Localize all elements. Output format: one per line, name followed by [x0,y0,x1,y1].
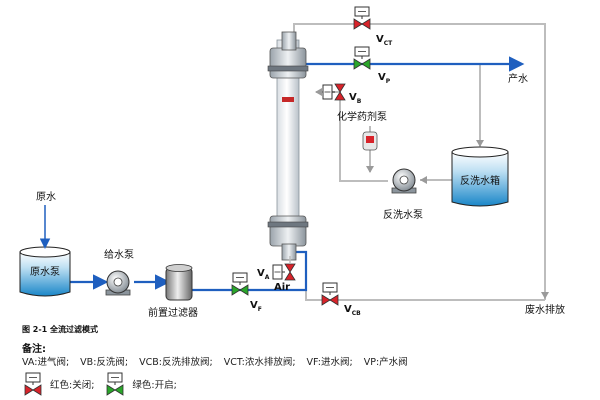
valve-p-label: VP [378,72,391,85]
svg-text:VA: VA [257,268,270,281]
air-label: Air [274,282,290,293]
arrow-down-chem [366,166,374,173]
valve-cb-label: VCB [344,304,361,317]
legend-item-vcb: VCB:反洗排放阀; [139,357,213,368]
raw-water-pump-label: 原水泵 [30,266,60,278]
prefilter-to-module [192,250,308,292]
idle-arrows [315,88,549,299]
drain-pipe [305,268,545,301]
arrow-down-drain [541,292,549,299]
valve-abbreviation-legend: VA:进气阀; VB:反洗阀; VCB:反洗排放阀; VCT:浓水排放阀; VF… [22,354,597,368]
raw-water-label: 原水 [36,191,56,203]
svg-text:VF: VF [250,300,262,313]
valve-ct-body [353,18,371,30]
legend-green-open: 绿色:开启; [132,380,177,391]
concentrate-pipe [293,23,546,300]
valve-cb-body [321,294,339,306]
legend-red-closed: 红色:关闭; [50,380,95,391]
backwash-tank-label: 反洗水箱 [460,174,500,187]
legend-item-vct: VCT:浓水排放阀; [223,357,296,368]
valve-color-legend: 红色:关闭; 绿色:开启; [22,372,177,396]
svg-text:VCB: VCB [344,304,361,317]
valve-a[interactable] [272,263,296,281]
backwash-tank: 反洗水箱 [451,146,509,207]
valve-p[interactable] [353,46,371,70]
valve-f[interactable] [231,272,249,296]
legend-item-vp: VP:产水阀 [363,357,408,368]
product-water-label: 产水 [508,72,528,85]
backwash-pump [391,168,417,194]
notes-title: 备注: [22,344,46,355]
raw-water-tank: 原水泵 [19,246,71,297]
arrow-left-backwash [315,88,322,96]
valve-ct-label: VCT [376,34,393,47]
legend-item-vf: VF:进水阀; [306,357,353,368]
uf-membrane-module [267,31,309,261]
open-valve-icon [107,372,124,396]
valve-b[interactable] [322,83,346,101]
waste-drain-label: 废水排放 [525,303,565,316]
backwash-pump-label: 反洗水泵 [383,209,423,221]
valve-b-body [334,83,346,101]
chemical-dosing-pump [362,131,378,151]
valve-b-label: VB [349,92,362,105]
legend-item-va: VA:进气阀; [22,357,70,368]
arrow-down-tank [476,140,484,147]
closed-valve-icon [24,372,42,396]
feed-pump [105,270,131,296]
valve-a-body [284,263,296,281]
valve-ct[interactable] [353,6,371,30]
valve-f-label: VF [250,300,262,313]
valve-a-label: VA [257,268,270,281]
prefilter-label: 前置过滤器 [148,306,198,319]
legend-item-vb: VB:反洗阀; [80,357,129,368]
chem-pump-label: 化学药剂泵 [337,110,387,123]
figure-caption: 图 2-1 全流过滤模式 [22,325,99,334]
valve-f-body [231,284,249,296]
feed-pump-label: 给水泵 [104,248,134,261]
filtration-diagram: 原水泵 原水 给水泵 前置过滤器 化学药剂泵 反洗水箱 [19,6,565,319]
prefilter [165,264,193,301]
valve-p-body [353,58,371,70]
valve-cb[interactable] [321,282,339,306]
svg-text:VB: VB [349,92,362,105]
active-pipes [68,56,525,292]
svg-text:VP: VP [378,72,391,85]
arrow-left-pump [420,176,427,184]
svg-text:VCT: VCT [376,34,393,47]
